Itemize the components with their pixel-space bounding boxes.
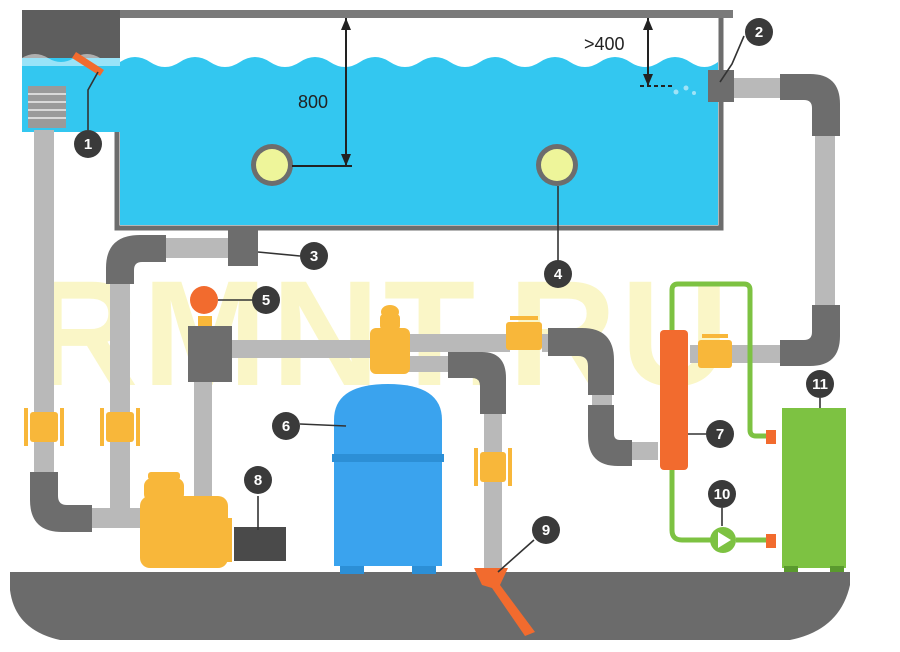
marker-2: 2 [745,18,773,46]
marker-4: 4 [544,260,572,288]
valve-heater-line [698,340,732,368]
marker-10: 10 [708,480,736,508]
marker-3: 3 [300,242,328,270]
marker-4-label: 4 [554,266,563,283]
marker-3-label: 3 [310,248,318,265]
marker-9: 9 [532,516,560,544]
multiport-valve [370,328,410,374]
marker-2-label: 2 [755,24,763,41]
marker-1: 1 [74,130,102,158]
ground-floor [10,572,850,640]
marker-11: 11 [806,370,834,398]
marker-6-label: 6 [282,418,290,435]
valve-waste-line [480,452,506,482]
pipe-elbows [30,70,840,532]
depth-label: 800 [298,92,328,112]
marker-11-label: 11 [812,376,828,393]
skimmer-top [22,10,120,58]
valve-return-line [506,322,542,350]
pump [140,472,232,568]
marker-7: 7 [706,420,734,448]
pressure-gauge [190,286,218,314]
boiler [782,408,846,568]
marker-5: 5 [252,286,280,314]
pump-control-box [234,527,286,561]
marker-1-label: 1 [84,136,92,153]
marker-6: 6 [272,412,300,440]
valve-skimmer-line [30,412,58,442]
min-height-label: >400 [584,34,625,54]
orange-fittings [24,305,732,486]
pool-rim [105,10,733,18]
leader-lines [87,35,821,573]
skimmer-basket [28,86,66,128]
marker-8-label: 8 [254,472,262,489]
valve-drain-line [106,412,134,442]
pool-water [120,57,718,225]
marker-10-label: 10 [714,486,731,503]
skimmer-flap [72,52,104,76]
circulation-pump [710,527,736,553]
heat-exchanger [660,330,688,470]
marker-5-label: 5 [262,292,270,309]
floor-drain [474,568,535,636]
marker-7-label: 7 [716,426,724,443]
marker-9-label: 9 [542,522,550,539]
heat-exchanger-loop [660,281,776,548]
sand-filter [332,384,444,574]
marker-8: 8 [244,466,272,494]
